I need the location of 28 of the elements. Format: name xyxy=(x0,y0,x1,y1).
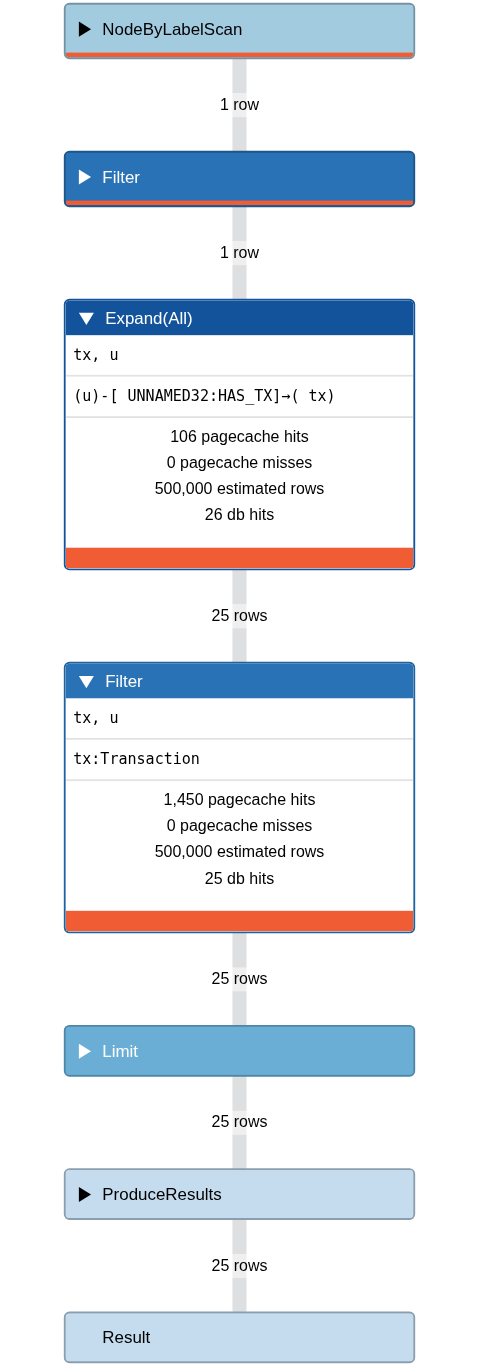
detail-text: (u)-[ UNNAMED32:HAS_TX]→( tx) xyxy=(65,376,413,419)
row-count-label: 25 rows xyxy=(211,969,267,990)
connector-band xyxy=(231,58,247,152)
operator-box xyxy=(63,2,415,60)
connector-band xyxy=(231,206,247,300)
operator-name: Limit xyxy=(101,1040,138,1062)
operator-box xyxy=(63,150,415,208)
operator-box xyxy=(63,1311,415,1364)
operator-box xyxy=(63,1024,415,1077)
operator-box xyxy=(63,298,415,571)
operator-name: Filter xyxy=(101,166,140,188)
connector-band xyxy=(231,932,247,1026)
operator-name: Expand(All) xyxy=(104,308,193,329)
operator-name: ProduceResults xyxy=(101,1184,222,1205)
operator-box xyxy=(63,661,415,934)
operator-box xyxy=(63,1168,415,1220)
row-count-label: 25 rows xyxy=(211,1255,267,1277)
connector-band xyxy=(231,1075,247,1170)
row-count-label: 25 rows xyxy=(211,605,267,627)
connector-band xyxy=(231,1218,247,1313)
row-count-label: 1 row xyxy=(219,242,259,264)
row-count-label: 1 row xyxy=(219,94,259,116)
operator-name: Result xyxy=(101,1327,150,1349)
detail-text: tx, u xyxy=(65,335,413,377)
row-count-label: 25 rows xyxy=(211,1112,267,1134)
operator-name: Filter xyxy=(104,671,143,692)
operator-name: NodeByLabelScan xyxy=(101,18,242,40)
connector-band xyxy=(231,569,247,663)
